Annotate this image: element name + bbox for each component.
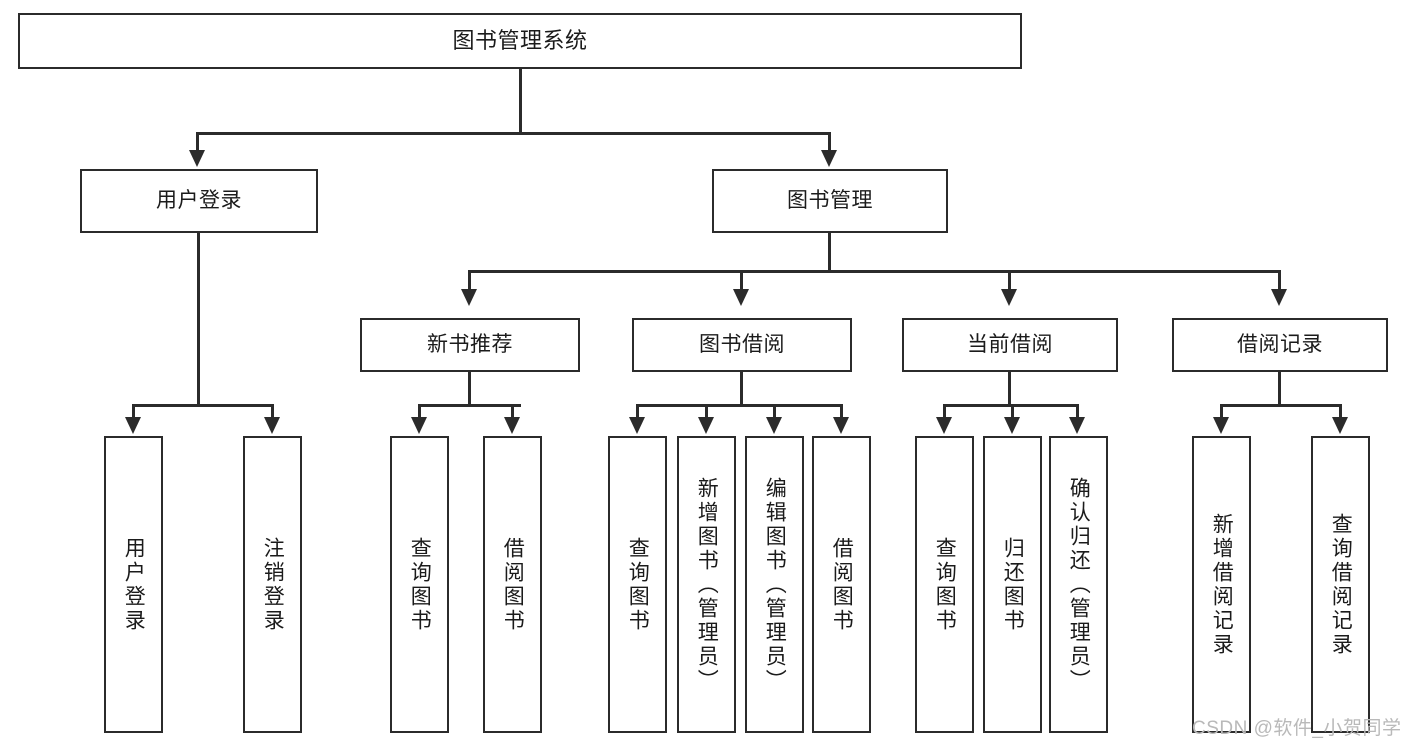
connector-user-login-drop-2 [271,404,274,419]
node-label: 新增借阅记录 [1210,512,1234,657]
connector-new-book-drop-1 [418,404,421,419]
leaf-borrow-book-recommend[interactable]: 借阅图书 [483,436,542,733]
arrow-to-leaf-edit-book [766,417,782,434]
node-label: 查询图书 [408,536,432,633]
connector-current-borrow-bus [943,404,1078,407]
leaf-logout[interactable]: 注销登录 [243,436,302,733]
node-label: 查询图书 [626,536,650,633]
connector-current-borrow-stem [1008,372,1011,406]
connector-root-to-user-login [196,132,199,154]
leaf-confirm-return-admin[interactable]: 确认归还（管理员） [1049,436,1108,733]
node-label: 图书管理 [787,188,873,212]
connector-level3-drop-3 [1008,270,1011,292]
connector-book-borrow-drop-2 [705,404,708,419]
arrow-to-user-login [189,150,205,167]
arrow-to-current-borrow [1001,289,1017,306]
connector-borrow-records-bus [1220,404,1342,407]
connector-level3-drop-2 [740,270,743,292]
node-label: 借阅记录 [1237,332,1323,356]
node-label: 新增图书（管理员） [695,476,719,693]
leaf-query-book-recommend[interactable]: 查询图书 [390,436,449,733]
connector-book-mgmt-stem [828,233,831,272]
leaf-return-book[interactable]: 归还图书 [983,436,1042,733]
arrow-to-leaf-confirm-return [1069,417,1085,434]
arrow-to-leaf-add-record [1213,417,1229,434]
node-label: 归还图书 [1001,536,1025,633]
node-label: 图书管理系统 [452,27,588,53]
connector-user-login-drop-1 [132,404,135,419]
arrow-to-leaf-query-book-2 [629,417,645,434]
node-label: 确认归还（管理员） [1067,476,1091,693]
connector-root-to-book-mgmt [828,132,831,154]
connector-book-borrow-stem [740,372,743,406]
leaf-query-book-borrow[interactable]: 查询图书 [608,436,667,733]
connector-current-borrow-drop-3 [1076,404,1079,419]
arrow-to-leaf-query-book-1 [411,417,427,434]
connector-new-book-bus [418,404,521,407]
node-borrow-records[interactable]: 借阅记录 [1172,318,1388,372]
connector-book-borrow-drop-4 [840,404,843,419]
connector-current-borrow-drop-1 [943,404,946,419]
node-label: 新书推荐 [427,332,513,356]
node-user-login[interactable]: 用户登录 [80,169,318,233]
leaf-query-borrow-record[interactable]: 查询借阅记录 [1311,436,1370,733]
node-label: 查询借阅记录 [1329,512,1353,657]
node-label: 查询图书 [933,536,957,633]
node-book-borrow[interactable]: 图书借阅 [632,318,852,372]
leaf-add-borrow-record[interactable]: 新增借阅记录 [1192,436,1251,733]
leaf-query-book-current[interactable]: 查询图书 [915,436,974,733]
connector-level3-drop-1 [468,270,471,292]
arrow-to-leaf-logout [264,417,280,434]
leaf-add-book-admin[interactable]: 新增图书（管理员） [677,436,736,733]
leaf-user-login[interactable]: 用户登录 [104,436,163,733]
arrow-to-leaf-query-record [1332,417,1348,434]
node-book-management[interactable]: 图书管理 [712,169,948,233]
connector-level3-bus [468,270,1280,273]
node-label: 当前借阅 [967,332,1053,356]
connector-borrow-records-stem [1278,372,1281,406]
leaf-borrow-book[interactable]: 借阅图书 [812,436,871,733]
connector-book-borrow-bus [636,404,843,407]
node-label: 编辑图书（管理员） [763,476,787,693]
arrow-to-leaf-borrow-book-2 [833,417,849,434]
arrow-to-leaf-borrow-book-1 [504,417,520,434]
node-label: 用户登录 [156,188,242,212]
arrow-to-leaf-user-login [125,417,141,434]
connector-user-login-stem [197,233,200,406]
connector-current-borrow-drop-2 [1011,404,1014,419]
leaf-edit-book-admin[interactable]: 编辑图书（管理员） [745,436,804,733]
connector-borrow-records-drop-1 [1220,404,1223,419]
connector-user-login-bus [132,404,274,407]
connector-book-borrow-drop-1 [636,404,639,419]
node-label: 图书借阅 [699,332,785,356]
node-root-system[interactable]: 图书管理系统 [18,13,1022,69]
connector-new-book-stem [468,372,471,406]
arrow-to-new-book-recommend [461,289,477,306]
connector-book-borrow-drop-3 [773,404,776,419]
arrow-to-leaf-return-book [1004,417,1020,434]
node-label: 注销登录 [261,536,285,633]
node-label: 用户登录 [122,536,146,633]
node-current-borrow[interactable]: 当前借阅 [902,318,1118,372]
node-label: 借阅图书 [830,536,854,633]
arrow-to-leaf-query-book-3 [936,417,952,434]
connector-new-book-drop-2 [511,404,514,419]
arrow-to-book-mgmt [821,150,837,167]
connector-root-bus [196,132,831,135]
arrow-to-book-borrow [733,289,749,306]
arrow-to-borrow-records [1271,289,1287,306]
connector-root-stem [519,69,522,134]
node-new-book-recommend[interactable]: 新书推荐 [360,318,580,372]
connector-level3-drop-4 [1278,270,1281,292]
connector-borrow-records-drop-2 [1339,404,1342,419]
arrow-to-leaf-add-book [698,417,714,434]
node-label: 借阅图书 [501,536,525,633]
